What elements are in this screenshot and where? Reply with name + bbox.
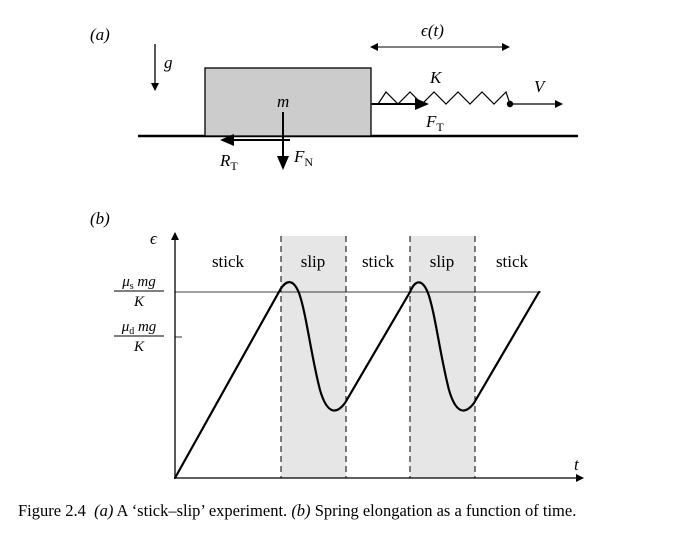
region-label-1: stick — [212, 252, 245, 271]
normal-force-label: FN — [293, 147, 313, 169]
region-label-2: slip — [301, 252, 326, 271]
static-level-label: μs mg K — [114, 274, 164, 310]
dynamic-level-numerator: μd mg — [121, 319, 157, 337]
dynamic-level-denominator: K — [133, 339, 145, 355]
sliding-block — [204, 67, 372, 137]
static-level-denominator: K — [133, 294, 145, 310]
resistance-force-label: RT — [219, 151, 238, 173]
spring-zigzag — [371, 90, 511, 105]
panel-b: (b) ϵ t stick slip stick slip stick μs m… — [90, 209, 584, 482]
mass-label: m — [277, 92, 289, 111]
panel-a-label: (a) — [90, 25, 110, 44]
gravity-label: g — [164, 53, 173, 72]
x-axis-label: t — [574, 455, 580, 474]
caption-a-text: A ‘stick–slip’ experiment. — [113, 501, 292, 520]
elongation-label: ϵ(t) — [421, 21, 444, 40]
region-label-5: stick — [496, 252, 529, 271]
static-level-numerator: μs mg — [121, 274, 156, 292]
y-axis-label: ϵ — [150, 229, 158, 248]
phase-boundaries — [280, 236, 476, 478]
spring-end-point — [506, 100, 514, 108]
caption-number: Figure 2.4 — [18, 501, 86, 520]
region-label-3: stick — [362, 252, 395, 271]
caption-a-label: (a) — [94, 501, 114, 520]
caption-b-label: (b) — [291, 501, 311, 520]
dynamic-level-label: μd mg K — [114, 319, 164, 355]
caption-b-text: Spring elongation as a function of time. — [310, 501, 577, 520]
tension-force-label: FT — [425, 112, 444, 134]
panel-b-label: (b) — [90, 209, 110, 228]
panel-a: (a) g m K V ϵ(t) FT RT FN — [90, 21, 578, 173]
figure-caption: Figure 2.4 (a) A ‘stick–slip’ experiment… — [18, 500, 664, 522]
region-label-4: slip — [430, 252, 455, 271]
spring-label: K — [429, 68, 443, 87]
velocity-label: V — [534, 77, 547, 96]
elongation-curve — [173, 281, 541, 480]
